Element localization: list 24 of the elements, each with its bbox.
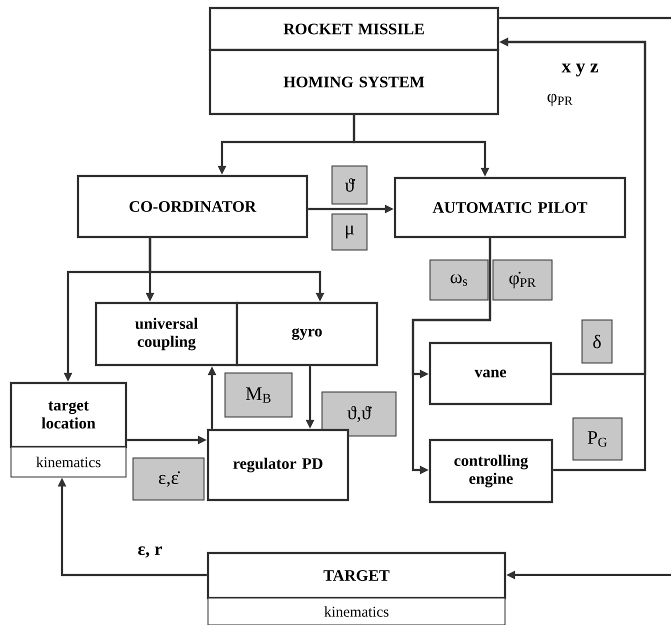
process-box: universal coupling bbox=[94, 302, 238, 366]
signal-label: φ$_{PR}$ bbox=[548, 94, 573, 106]
process-box: regulator PD bbox=[206, 428, 350, 502]
signal-box: M$_{B}$ bbox=[224, 372, 292, 418]
signal-box: ε,ε̇ bbox=[132, 458, 204, 500]
process-box: ROCKET MISSILE bbox=[208, 6, 500, 52]
signal-box: μ bbox=[332, 214, 368, 250]
signal-box: ϑ̇ bbox=[332, 166, 368, 204]
process-box: gyro bbox=[236, 302, 378, 366]
process-box: CO-ORDINATOR bbox=[76, 174, 308, 238]
signal-box: ϑ,ϑ̇ bbox=[322, 392, 396, 436]
signal-box: P$_{G}$ bbox=[572, 418, 622, 460]
signal-box: ω$_{s}$ bbox=[430, 260, 488, 300]
process-box: controlling engine bbox=[428, 438, 554, 504]
process-box: AUTOMATIC PILOT bbox=[394, 176, 626, 238]
signal-box: φ̇$_{PR}$ bbox=[492, 260, 552, 300]
signal-box: δ bbox=[582, 320, 612, 364]
sub-box: kinematics bbox=[208, 598, 506, 625]
signal-label: x y z bbox=[562, 64, 598, 76]
process-box: HOMING SYSTEM bbox=[208, 48, 500, 116]
sub-box: kinematics bbox=[10, 446, 126, 478]
process-box: vane bbox=[428, 342, 552, 406]
edge-label: ε, r bbox=[136, 545, 164, 559]
process-box: TARGET bbox=[206, 552, 506, 600]
